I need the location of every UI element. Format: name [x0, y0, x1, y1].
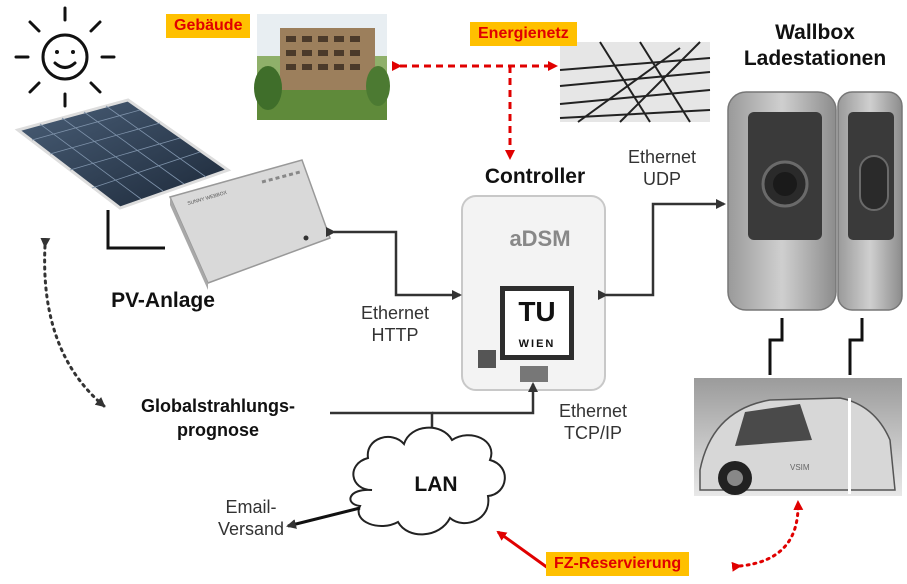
http-label-line2: HTTP — [371, 325, 419, 345]
wallbox-title: Wallbox Ladestationen — [735, 20, 895, 72]
http-label: Ethernet HTTP — [340, 302, 450, 346]
pv-cable — [106, 210, 165, 250]
udp-label: Ethernet UDP — [612, 146, 712, 190]
electric-cars-image: VSIM — [694, 378, 902, 496]
http-link — [326, 227, 462, 300]
tu-logo-text: TU — [518, 296, 555, 327]
tu-logo-subtext: WIEN — [519, 338, 556, 350]
udp-link — [598, 199, 726, 300]
reservation-tag: FZ-Reservierung — [546, 552, 690, 576]
wallbox-station-1 — [727, 91, 837, 311]
controller-title: Controller — [484, 165, 586, 188]
http-label-line1: Ethernet — [360, 303, 430, 323]
tcp-link — [432, 382, 538, 415]
controller-device: TU WIEN aDSM — [461, 195, 606, 391]
car-brand-text: VSIM — [790, 463, 810, 472]
lan-cloud-icon — [349, 426, 506, 536]
tcp-label-line2: TCP/IP — [563, 423, 622, 443]
building-tag: Gebäude — [166, 14, 251, 38]
forecast-title-line1: Globalstrahlungs- — [140, 396, 295, 416]
wallbox-title-line1: Wallbox — [775, 21, 855, 44]
udp-label-line2: UDP — [642, 169, 681, 189]
email-label-line2: Versand — [217, 519, 285, 539]
inverter-device: SUNNY WEBBOX — [168, 159, 331, 290]
power-grid-image — [559, 41, 711, 123]
pv-panel-icon — [14, 98, 232, 210]
forecast-title: Globalstrahlungs- prognose — [108, 394, 328, 442]
grid-tag: Energienetz — [470, 22, 577, 46]
reservation-cars-link — [731, 500, 804, 572]
charging-cable-2 — [848, 318, 864, 375]
forecast-title-line2: prognose — [176, 420, 259, 440]
lan-title: LAN — [414, 473, 458, 496]
wallbox-station-2 — [837, 91, 903, 311]
building-image — [254, 14, 390, 120]
reservation-lan-link — [496, 530, 549, 570]
tcp-label: Ethernet TCP/IP — [538, 400, 648, 444]
pv-forecast-link — [40, 237, 106, 408]
wallbox-title-line2: Ladestationen — [743, 47, 887, 70]
email-link — [286, 506, 361, 529]
controller-brand-text: aDSM — [509, 226, 570, 251]
sun-icon — [14, 6, 116, 108]
tcp-label-line1: Ethernet — [558, 401, 628, 421]
charging-cable-1 — [768, 318, 784, 375]
pv-title: PV-Anlage — [111, 289, 215, 312]
udp-label-line1: Ethernet — [627, 147, 697, 167]
email-label: Email- Versand — [196, 496, 306, 540]
email-label-line1: Email- — [225, 497, 277, 517]
